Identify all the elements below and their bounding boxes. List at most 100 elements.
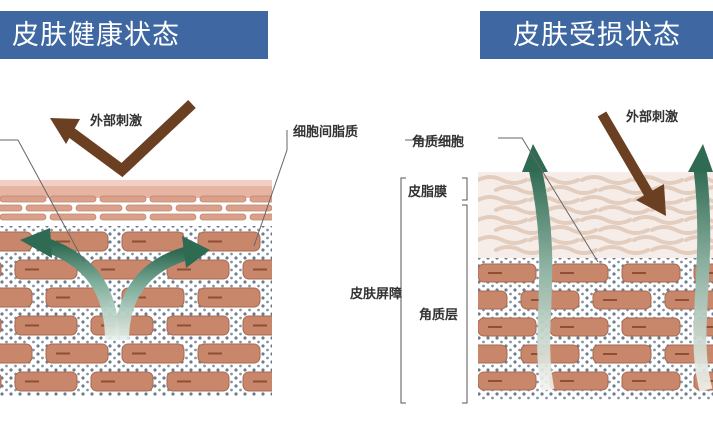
flaking-cell (702, 185, 713, 192)
corneocyte-cell (197, 287, 261, 308)
surface-cell (75, 204, 123, 212)
intercellular-lipid-label: 细胞间脂质 (293, 124, 359, 139)
corneocyte-cell (478, 371, 537, 391)
corneocyte-cell (549, 263, 609, 283)
healthy-lipid-matrix (0, 226, 272, 396)
flaking-cell (684, 175, 713, 184)
surface-cell (0, 195, 47, 203)
flaking-cell (702, 225, 713, 232)
surface-cell (0, 204, 23, 212)
corneocyte-cell (0, 261, 2, 278)
damaged-corneocytes (478, 263, 713, 391)
surface-cell (0, 213, 47, 221)
healthy-corneocytes (0, 231, 272, 392)
corneocyte-cell (0, 287, 33, 308)
healthy-title: 皮肤健康状态 (12, 20, 180, 50)
corneocyte-cell (478, 263, 537, 283)
surface-cell (99, 195, 147, 203)
flaking-cell (478, 235, 528, 245)
flaking-cell (478, 195, 528, 205)
surface-cell (149, 213, 197, 221)
flaking-cell (494, 225, 546, 235)
corneocyte-cell (45, 343, 109, 364)
surface-cell (175, 204, 223, 212)
corneocyte-cell (592, 344, 652, 364)
surface-cell (49, 213, 97, 221)
sebum-film-label: 皮脂膜 (408, 184, 448, 199)
stimulus-arrow-right-icon (597, 111, 666, 216)
flaking-cell (580, 195, 632, 205)
corneocyte-label: 角质细胞 (412, 134, 465, 149)
corneocyte-cell (197, 343, 261, 364)
corneocyte-cell (549, 317, 609, 337)
corneocyte-cell (0, 373, 2, 390)
healthy-surface-cells (0, 195, 272, 221)
healthy-stimulus-label: 外部刺激 (90, 113, 143, 128)
flaking-cell (598, 205, 650, 215)
flaking-cell (632, 235, 684, 245)
flaking-cell (580, 175, 632, 185)
flaking-cell (546, 225, 598, 235)
flaking-cell (598, 245, 650, 255)
corneocyte-cell (478, 290, 508, 310)
flaking-cell (478, 175, 528, 185)
corneocyte-cell (90, 371, 154, 392)
corneocyte-cell (592, 290, 652, 310)
damaged-stimulus-label: 外部刺激 (626, 109, 679, 124)
healthy-title-banner: 皮肤健康状态 (0, 11, 268, 59)
flaking-cell (580, 235, 632, 245)
surface-cell (249, 195, 272, 203)
skin-barrier-label: 皮肤屏障 (350, 286, 403, 301)
surface-cell (99, 213, 147, 221)
flaking-cell (494, 245, 546, 255)
surface-cell (249, 213, 272, 221)
corneocyte-cell (166, 315, 230, 336)
corneocyte-cell (549, 371, 609, 391)
corneocyte-cell (621, 317, 681, 337)
flaking-cell (546, 185, 598, 195)
flaking-cell (598, 185, 650, 195)
flaking-cell (546, 205, 598, 215)
corneocyte-cell (121, 343, 185, 364)
moisture-arrow-icon (20, 228, 210, 341)
corneocyte-cell (166, 259, 230, 280)
bracket-icon (400, 177, 468, 404)
moisture-escape-arrow-icon (522, 144, 713, 392)
flaking-cell (684, 195, 713, 204)
healthy-skin-layers (0, 180, 272, 396)
corneocyte-cell (14, 315, 78, 336)
damaged-title: 皮肤受损状态 (513, 20, 681, 50)
corneocyte-cell (478, 317, 537, 337)
surface-cell (199, 195, 247, 203)
surface-cell (199, 213, 247, 221)
surface-cell (149, 195, 197, 203)
corneocyte-cell (197, 231, 261, 252)
corneocyte-cell (166, 371, 230, 392)
surface-cell (125, 204, 173, 212)
surface-cell (25, 204, 73, 212)
flaking-cell (546, 245, 598, 255)
flaking-cell (650, 245, 702, 255)
damaged-title-banner: 皮肤受损状态 (480, 11, 713, 59)
flaking-cell (478, 215, 528, 225)
flaking-cell (702, 205, 713, 212)
stratum-corneum-label: 角质层 (419, 307, 459, 322)
stimulus-arrow-icon (50, 99, 196, 178)
flaking-cell (702, 245, 713, 252)
corneocyte-cell (14, 371, 78, 392)
damaged-skin-layers (478, 172, 713, 400)
corneocyte-cell (0, 343, 33, 364)
flaking-cell (580, 215, 632, 225)
corneocyte-cell (121, 231, 185, 252)
surface-cell (225, 204, 272, 212)
corneocyte-cell (621, 263, 681, 283)
corneocyte-cell (621, 371, 681, 391)
flaking-cell (598, 225, 650, 235)
corneocyte-cell (242, 315, 272, 336)
surface-cell (49, 195, 97, 203)
corneocyte-cell (242, 259, 272, 280)
corneocyte-cell (242, 371, 272, 392)
flaking-cell (632, 215, 684, 225)
corneocyte-cell (478, 344, 508, 364)
